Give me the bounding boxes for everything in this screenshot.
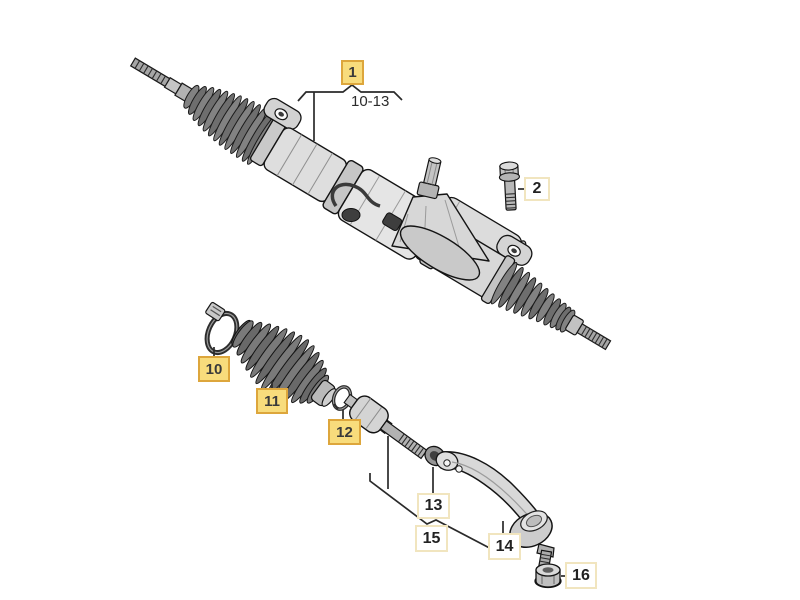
housing-boss [382, 212, 403, 232]
callout-12[interactable]: 12 [328, 419, 361, 445]
right-bellows [490, 261, 576, 333]
pipe-detail [330, 182, 381, 208]
nut-part-16 [534, 563, 562, 589]
callout-15[interactable]: 15 [415, 525, 448, 552]
housing-boss [341, 208, 361, 222]
callout-2[interactable]: 2 [524, 177, 550, 201]
thread-lines [134, 60, 166, 85]
pinion-input [391, 157, 490, 281]
bolt-part-2 [498, 161, 520, 211]
bracket-range-note: 10-13 [351, 93, 390, 110]
callout-10[interactable]: 10 [198, 356, 230, 382]
callout-1[interactable]: 1 [341, 60, 364, 85]
inner-tie-rod [343, 393, 428, 460]
thread-lines [580, 326, 608, 348]
mount-lug-right [496, 234, 533, 266]
steering-rack-assembly [129, 57, 612, 351]
callout-11[interactable]: 11 [256, 388, 288, 414]
callout-14[interactable]: 14 [488, 533, 521, 560]
callout-16[interactable]: 16 [565, 562, 597, 589]
mount-lug-upper [263, 97, 302, 130]
clamp-part-10 [204, 301, 240, 356]
callout-13[interactable]: 13 [417, 493, 450, 519]
